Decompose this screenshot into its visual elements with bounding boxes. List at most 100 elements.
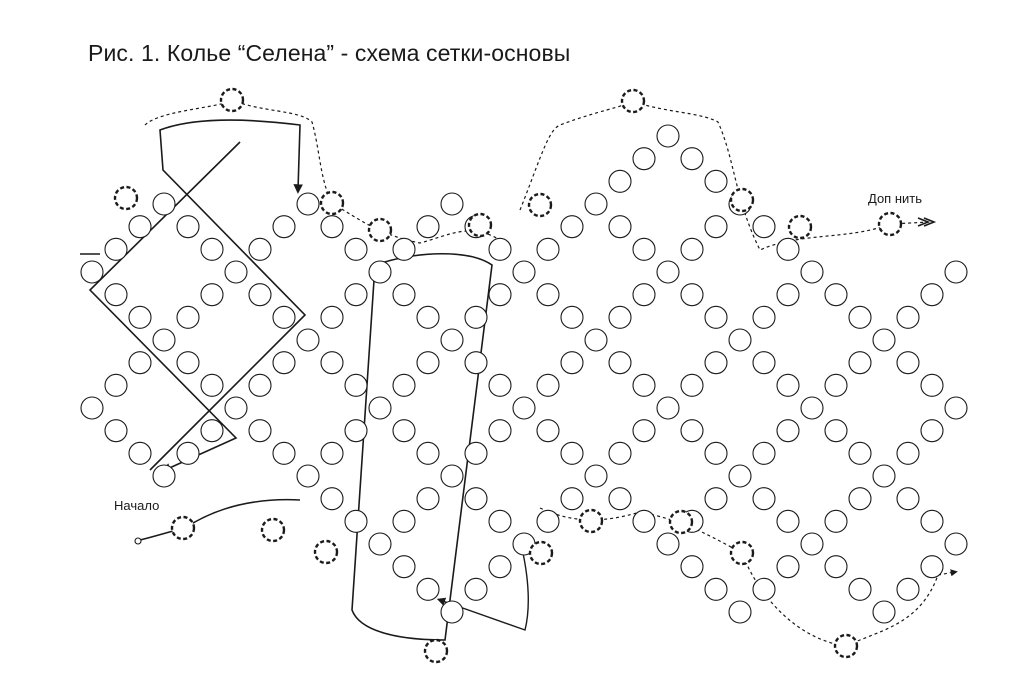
main-thread-left	[149, 119, 307, 471]
bead	[824, 419, 848, 443]
bead	[704, 487, 728, 511]
bead	[824, 283, 848, 307]
bead	[176, 351, 200, 375]
bead	[512, 396, 536, 420]
bead	[344, 283, 368, 307]
bead	[800, 260, 824, 284]
bead	[440, 328, 464, 352]
bead	[200, 237, 224, 261]
bead	[440, 600, 464, 624]
bead	[488, 555, 512, 579]
bead	[776, 373, 800, 397]
bead	[248, 283, 272, 307]
thread-diagonal	[88, 141, 241, 473]
bead	[824, 509, 848, 533]
bead	[536, 373, 560, 397]
bead	[560, 441, 584, 465]
bead	[896, 487, 920, 511]
bead	[632, 237, 656, 261]
bead	[464, 305, 488, 329]
bead	[128, 441, 152, 465]
bead	[536, 419, 560, 443]
bead	[632, 419, 656, 443]
bead	[152, 192, 176, 216]
edge-bead	[668, 509, 694, 535]
bead	[704, 351, 728, 375]
bead	[344, 237, 368, 261]
bead	[824, 373, 848, 397]
edge-bead	[423, 638, 449, 664]
figure-title: Рис. 1. Колье “Селена” - схема сетки-осн…	[88, 40, 571, 66]
bead	[728, 328, 752, 352]
bead	[320, 215, 344, 239]
bead	[464, 351, 488, 375]
edge-bead	[367, 217, 393, 243]
thread-end-marks	[134, 217, 937, 545]
edge-bead	[313, 539, 339, 565]
edge-bead	[877, 211, 903, 237]
bead	[344, 373, 368, 397]
bead	[392, 373, 416, 397]
start-thread	[139, 498, 301, 541]
bead	[224, 396, 248, 420]
bead	[416, 487, 440, 511]
bead	[776, 419, 800, 443]
bead	[440, 464, 464, 488]
bead	[464, 441, 488, 465]
bead	[152, 328, 176, 352]
bead	[728, 464, 752, 488]
bead	[776, 283, 800, 307]
bead	[560, 305, 584, 329]
bead	[824, 555, 848, 579]
edge-bead	[260, 517, 286, 543]
bead	[104, 373, 128, 397]
bead-grid	[80, 124, 968, 624]
bead	[848, 577, 872, 601]
bead	[656, 260, 680, 284]
edge-beads	[113, 87, 903, 664]
bead	[704, 441, 728, 465]
bead	[488, 373, 512, 397]
bead	[584, 464, 608, 488]
bead	[200, 373, 224, 397]
bead	[872, 464, 896, 488]
bead	[512, 260, 536, 284]
bead	[320, 487, 344, 511]
bead	[272, 215, 296, 239]
bead	[104, 419, 128, 443]
bead	[272, 305, 296, 329]
edge-bead	[729, 187, 755, 213]
bead	[80, 260, 104, 284]
bead	[896, 577, 920, 601]
edge-bead	[319, 190, 345, 216]
bead	[272, 441, 296, 465]
bead	[368, 396, 392, 420]
bead	[944, 396, 968, 420]
bead	[656, 124, 680, 148]
bead	[560, 215, 584, 239]
bead	[176, 215, 200, 239]
bead	[704, 305, 728, 329]
bead	[320, 441, 344, 465]
bead	[416, 351, 440, 375]
bead	[488, 283, 512, 307]
bead	[608, 215, 632, 239]
edge-bead	[620, 88, 646, 114]
bead	[680, 555, 704, 579]
bead	[464, 577, 488, 601]
extra-thread-arrow	[917, 217, 937, 227]
bead	[776, 555, 800, 579]
bead	[488, 419, 512, 443]
bead	[848, 441, 872, 465]
bead	[368, 532, 392, 556]
bead	[608, 305, 632, 329]
bead	[920, 283, 944, 307]
bead	[776, 509, 800, 533]
bead	[416, 577, 440, 601]
bead	[536, 237, 560, 261]
bead	[536, 283, 560, 307]
bead	[80, 396, 104, 420]
edge-bead	[113, 185, 139, 211]
bead	[680, 283, 704, 307]
